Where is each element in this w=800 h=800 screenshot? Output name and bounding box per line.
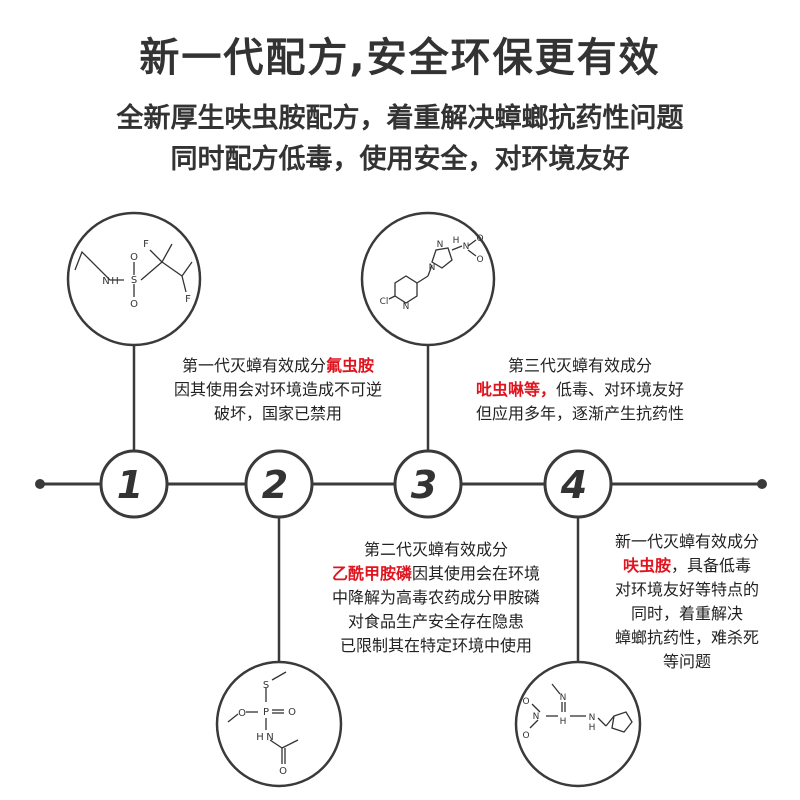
gen2-line5: 已限制其在特定环境中使用 <box>339 636 532 655</box>
svg-text:N: N <box>437 240 444 250</box>
gen3-line3: 但应用多年，逐渐产生抗药性 <box>475 404 684 423</box>
svg-text:O: O <box>279 766 287 777</box>
svg-text:N: N <box>429 263 436 273</box>
gen1-description: 第一代灭蟑有效成分氟虫胺 因其使用会对环境造成不可逆 破坏，国家已禁用 <box>148 354 408 426</box>
molecule-acephate: S P O O O N H <box>215 660 343 788</box>
gen3-l2-post: 低毒、对环境友好 <box>556 380 685 399</box>
svg-text:O: O <box>522 697 529 707</box>
svg-text:1: 1 <box>117 463 143 507</box>
gen4-line3: 对环境友好等特点的 <box>614 580 759 599</box>
svg-text:O: O <box>476 255 483 265</box>
svg-text:O: O <box>130 299 138 310</box>
svg-text:O: O <box>476 234 483 244</box>
gen2-description: 第二代灭蟑有效成分 乙酰甲胺磷因其使用会在环境 中降解为高毒农药成分甲胺磷 对食… <box>296 538 576 658</box>
gen2-l2-post: 因其使用会在环境 <box>412 564 541 583</box>
svg-text:F: F <box>143 239 149 250</box>
timeline-node-2: 2 <box>244 449 314 519</box>
gen4-highlight: 呋虫胺 <box>622 556 671 575</box>
svg-text:H: H <box>453 236 460 246</box>
gen3-description: 第三代灭蟑有效成分 吡虫啉等，低毒、对环境友好 但应用多年，逐渐产生抗药性 <box>440 354 720 426</box>
gen1-line3: 破坏，国家已禁用 <box>213 404 342 423</box>
svg-text:S: S <box>263 680 269 691</box>
molecule-imidacloprid: Cl N N N N O O H <box>360 211 496 347</box>
gen4-line6: 等问题 <box>662 652 711 671</box>
svg-text:O: O <box>288 707 296 718</box>
svg-text:H: H <box>560 717 567 727</box>
svg-text:P: P <box>263 707 269 718</box>
gen2-line1: 第二代灭蟑有效成分 <box>363 540 508 559</box>
timeline-node-3: 3 <box>393 449 463 519</box>
timeline-node-1: 1 <box>99 449 169 519</box>
subtitle-line-2: 同时配方低毒，使用安全，对环境友好 <box>170 144 630 175</box>
molecule-sulfluramid: F F S O O N H <box>66 211 202 347</box>
svg-text:O: O <box>130 252 138 263</box>
svg-text:N: N <box>403 302 410 312</box>
svg-text:N: N <box>560 693 567 703</box>
gen4-line4: 同时，着重解决 <box>630 604 743 623</box>
svg-text:4: 4 <box>560 463 587 507</box>
svg-text:N: N <box>102 276 109 287</box>
svg-text:3: 3 <box>411 463 437 507</box>
svg-text:F: F <box>185 294 191 305</box>
gen1-highlight: 氟虫胺 <box>326 356 375 375</box>
gen4-line5: 蟑螂抗药性，难杀死 <box>614 628 759 647</box>
subtitle-line-1: 全新厚生呋虫胺配方，着重解决蟑螂抗药性问题 <box>116 103 684 134</box>
gen2-line3: 中降解为高毒农药成分甲胺磷 <box>331 588 540 607</box>
gen4-line1: 新一代灭蟑有效成分 <box>614 532 759 551</box>
gen2-line2: 乙酰甲胺磷因其使用会在环境 <box>296 562 576 586</box>
svg-text:S: S <box>131 275 137 286</box>
svg-text:N: N <box>266 732 273 743</box>
gen4-description: 新一代灭蟑有效成分 呋虫胺，具备低毒 对环境友好等特点的 同时，着重解决 蟑螂抗… <box>590 530 784 674</box>
svg-text:2: 2 <box>262 463 288 507</box>
timeline-end-dot <box>757 479 767 489</box>
gen2-highlight: 乙酰甲胺磷 <box>331 564 412 583</box>
svg-text:N: N <box>589 713 596 723</box>
gen3-highlight: 吡虫啉等， <box>475 380 556 399</box>
gen1-l1-pre: 第一代灭蟑有效成分 <box>181 356 326 375</box>
gen1-line2: 因其使用会对环境造成不可逆 <box>173 380 382 399</box>
svg-text:H: H <box>256 732 264 743</box>
svg-text:Cl: Cl <box>380 297 389 307</box>
gen2-line4: 对食品生产安全存在隐患 <box>347 612 524 631</box>
molecule-dinotefuran: N N N O O H H <box>514 660 642 788</box>
svg-text:N: N <box>533 712 540 722</box>
gen4-l2-post: ，具备低毒 <box>671 556 752 575</box>
gen3-line1: 第三代灭蟑有效成分 <box>507 356 652 375</box>
page-title: 新一代配方,安全环保更有效 <box>139 35 661 81</box>
svg-text:H: H <box>111 276 119 287</box>
gen4-line2: 呋虫胺，具备低毒 <box>590 554 784 578</box>
svg-text:O: O <box>238 708 246 719</box>
svg-text:H: H <box>589 723 596 733</box>
timeline-start-dot <box>35 479 45 489</box>
timeline-node-4: 4 <box>543 449 613 519</box>
svg-text:N: N <box>463 242 470 252</box>
gen3-line2: 吡虫啉等，低毒、对环境友好 <box>440 378 720 402</box>
svg-text:O: O <box>522 731 529 741</box>
gen1-line1: 第一代灭蟑有效成分氟虫胺 <box>148 354 408 378</box>
